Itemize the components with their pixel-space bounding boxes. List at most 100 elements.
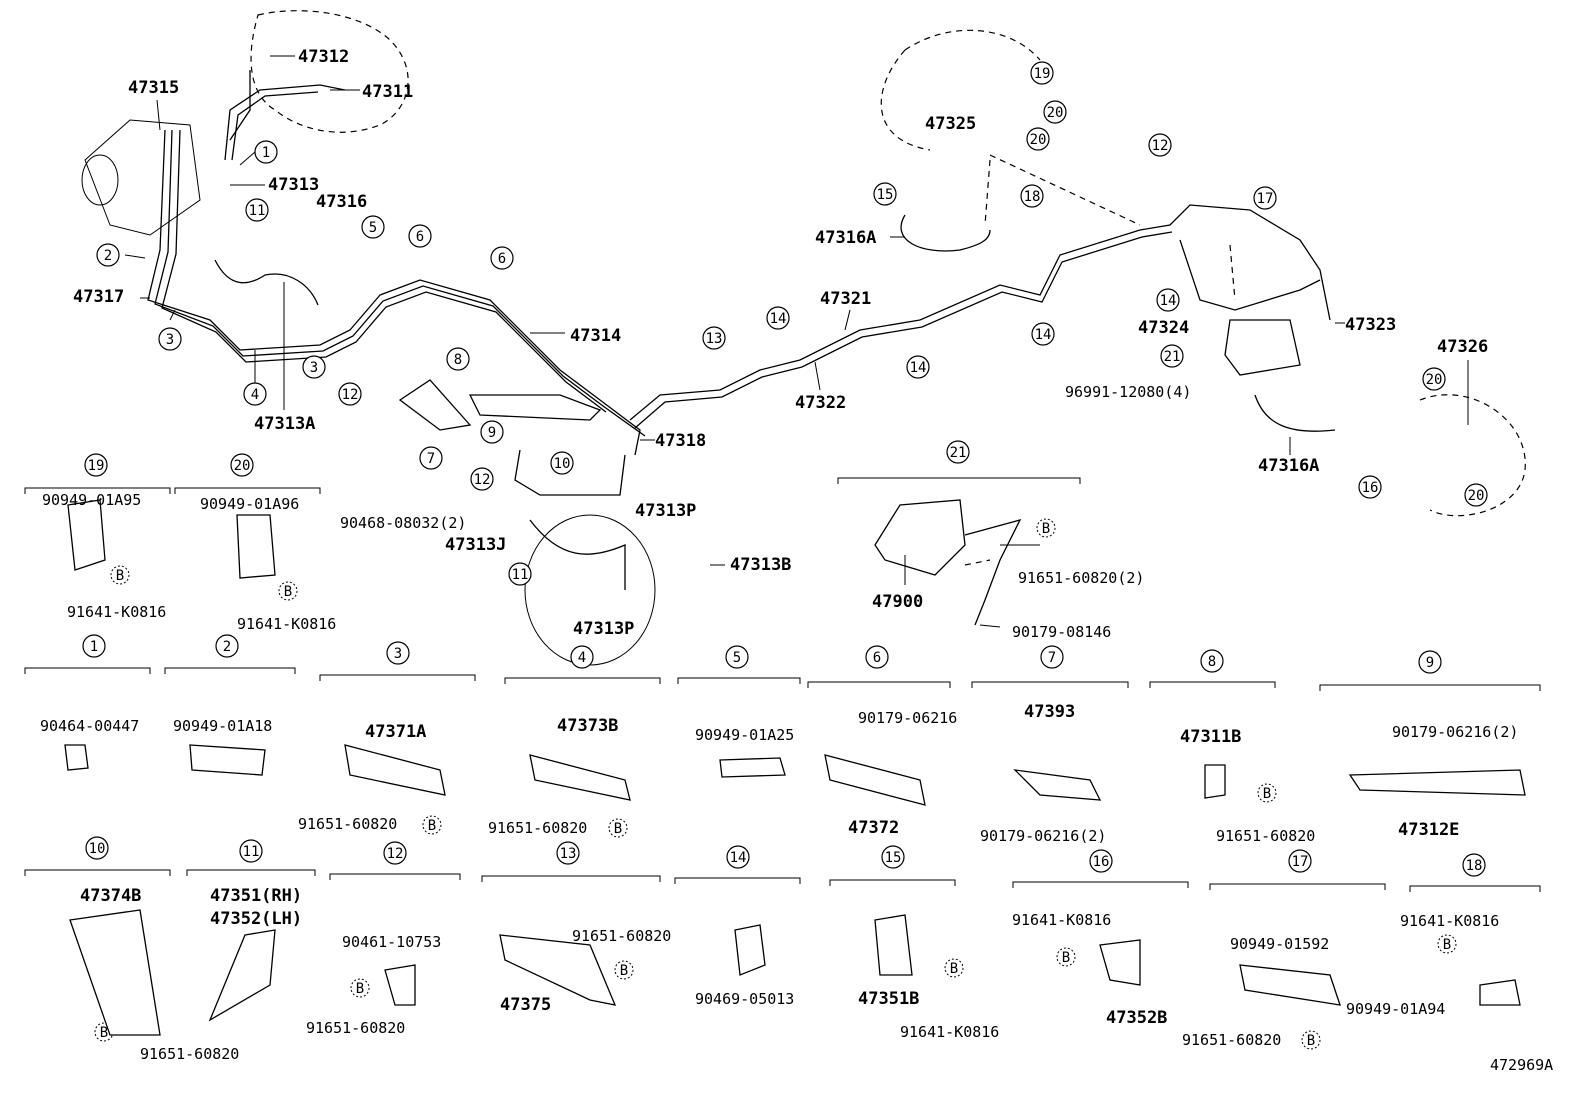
- g8-part: 47311B: [1180, 727, 1241, 747]
- g5-part: 90949-01A25: [695, 726, 794, 744]
- callout-6b-number: 6: [498, 251, 506, 267]
- callout-8-number: 8: [454, 352, 462, 368]
- callout-15-number: 15: [877, 187, 894, 203]
- svg-text:B: B: [116, 568, 124, 584]
- wheel-outline-front: [524, 514, 656, 666]
- callout-20d-number: 20: [1468, 488, 1485, 504]
- lsp-valve-dash: [964, 559, 991, 566]
- g13-part: 47375: [500, 995, 551, 1015]
- group-17: 17: [1288, 849, 1312, 873]
- group-bracket: [1209, 883, 1386, 890]
- callout-10-number: 10: [554, 456, 571, 472]
- detail-part-shapes: [64, 499, 1526, 1036]
- callout-21b: 21: [946, 440, 970, 464]
- rear-hose-47316a-upper: [900, 214, 991, 252]
- group-11: 11: [239, 839, 263, 863]
- group-19: 19: [84, 453, 108, 477]
- callout-14d: 14: [1156, 288, 1180, 312]
- g15-bolt: 91641-K0816: [900, 1023, 999, 1041]
- svg-text:B: B: [950, 961, 958, 977]
- bolt-marker: B: [1257, 783, 1277, 803]
- g12-part: 90461-10753: [342, 933, 441, 951]
- flex-hose-47313a: [214, 259, 319, 306]
- flex-hose-47313j: [529, 519, 626, 590]
- callout-7: 7: [419, 446, 443, 470]
- callout-13-number: 13: [706, 331, 723, 347]
- bolt-marker: B: [944, 958, 964, 978]
- group-12-number: 12: [387, 846, 404, 862]
- g19-bolt: 91641-K0816: [67, 603, 166, 621]
- callout-5-number: 5: [369, 220, 377, 236]
- svg-text:B: B: [620, 963, 628, 979]
- g11-part-rh: 47351(RH): [210, 886, 302, 906]
- group-18-number: 18: [1466, 858, 1483, 874]
- bolt-marker: B: [1056, 947, 1076, 967]
- callout-21b-number: 21: [950, 445, 967, 461]
- label-96991: 96991-12080(4): [1065, 383, 1191, 401]
- bolt-marker: B: [1437, 934, 1457, 954]
- group-bracket: [164, 667, 296, 674]
- lsp-valve-47900: [874, 499, 966, 576]
- g18-bolt: 91641-K0816: [1400, 912, 1499, 930]
- group-bracket: [1409, 885, 1541, 892]
- label-47323: 47323: [1345, 315, 1396, 335]
- diagram-code: 472969A: [1490, 1056, 1553, 1074]
- g4-bolt: 91651-60820: [488, 819, 587, 837]
- group-5: 5: [725, 645, 749, 669]
- label-47316a-b: 47316A: [1258, 456, 1319, 476]
- label-47315: 47315: [128, 78, 179, 98]
- callout-3b: 3: [302, 355, 326, 379]
- group-6: 6: [865, 645, 889, 669]
- group-14-number: 14: [730, 850, 747, 866]
- label-47313p-a: 47313P: [635, 501, 696, 521]
- group-bracket: [807, 681, 951, 688]
- svg-text:B: B: [428, 818, 436, 834]
- callout-12-number: 12: [342, 387, 359, 403]
- callout-10: 10: [550, 451, 574, 475]
- callout-2: 2: [96, 243, 120, 267]
- group-bracket: [24, 667, 151, 674]
- bolt-marker: B: [1301, 1030, 1321, 1050]
- group-16-number: 16: [1093, 854, 1110, 870]
- callout-17: 17: [1253, 186, 1277, 210]
- callout-14d-number: 14: [1160, 293, 1177, 309]
- label-47317: 47317: [73, 287, 124, 307]
- group-20: 20: [230, 453, 254, 477]
- group-3-number: 3: [394, 646, 402, 662]
- callout-14b-number: 14: [910, 360, 927, 376]
- label-47313p-b: 47313P: [573, 619, 634, 639]
- callout-15: 15: [873, 182, 897, 206]
- callout-4-number: 4: [251, 387, 259, 403]
- callout-4: 4: [243, 382, 267, 406]
- callout-17-number: 17: [1257, 191, 1274, 207]
- svg-text:B: B: [1263, 786, 1271, 802]
- label-47900: 47900: [872, 592, 923, 612]
- callout-18: 18: [1020, 184, 1044, 208]
- bolt-marker: B: [422, 815, 442, 835]
- svg-text:B: B: [100, 1025, 108, 1041]
- callout-4b-number: 4: [578, 650, 586, 666]
- bolt-marker: B: [608, 818, 628, 838]
- leader-lines: [124, 55, 1469, 628]
- callout-11-number: 11: [249, 203, 266, 219]
- group-3: 3: [386, 641, 410, 665]
- label-47313b: 47313B: [730, 555, 791, 575]
- g16-bolt: 91641-K0816: [1012, 911, 1111, 929]
- group-bracket: [677, 677, 801, 684]
- g1-part: 90464-00447: [40, 717, 139, 735]
- group-2: 2: [215, 634, 239, 658]
- g3-part: 47371A: [365, 722, 426, 742]
- pipe-to-rear-left: [514, 449, 626, 496]
- g16-part: 47352B: [1106, 1008, 1167, 1028]
- callout-7-number: 7: [427, 451, 435, 467]
- group-10-number: 10: [89, 841, 106, 857]
- g13-bolt: 91651-60820: [572, 927, 671, 945]
- callout-6-number: 6: [416, 229, 424, 245]
- callout-9-number: 9: [488, 425, 496, 441]
- svg-text:B: B: [1443, 937, 1451, 953]
- callout-14: 14: [766, 306, 790, 330]
- group-13-number: 13: [560, 846, 577, 862]
- label-47318: 47318: [655, 431, 706, 451]
- group-bracket: [504, 677, 661, 684]
- group-bracket: [481, 875, 661, 882]
